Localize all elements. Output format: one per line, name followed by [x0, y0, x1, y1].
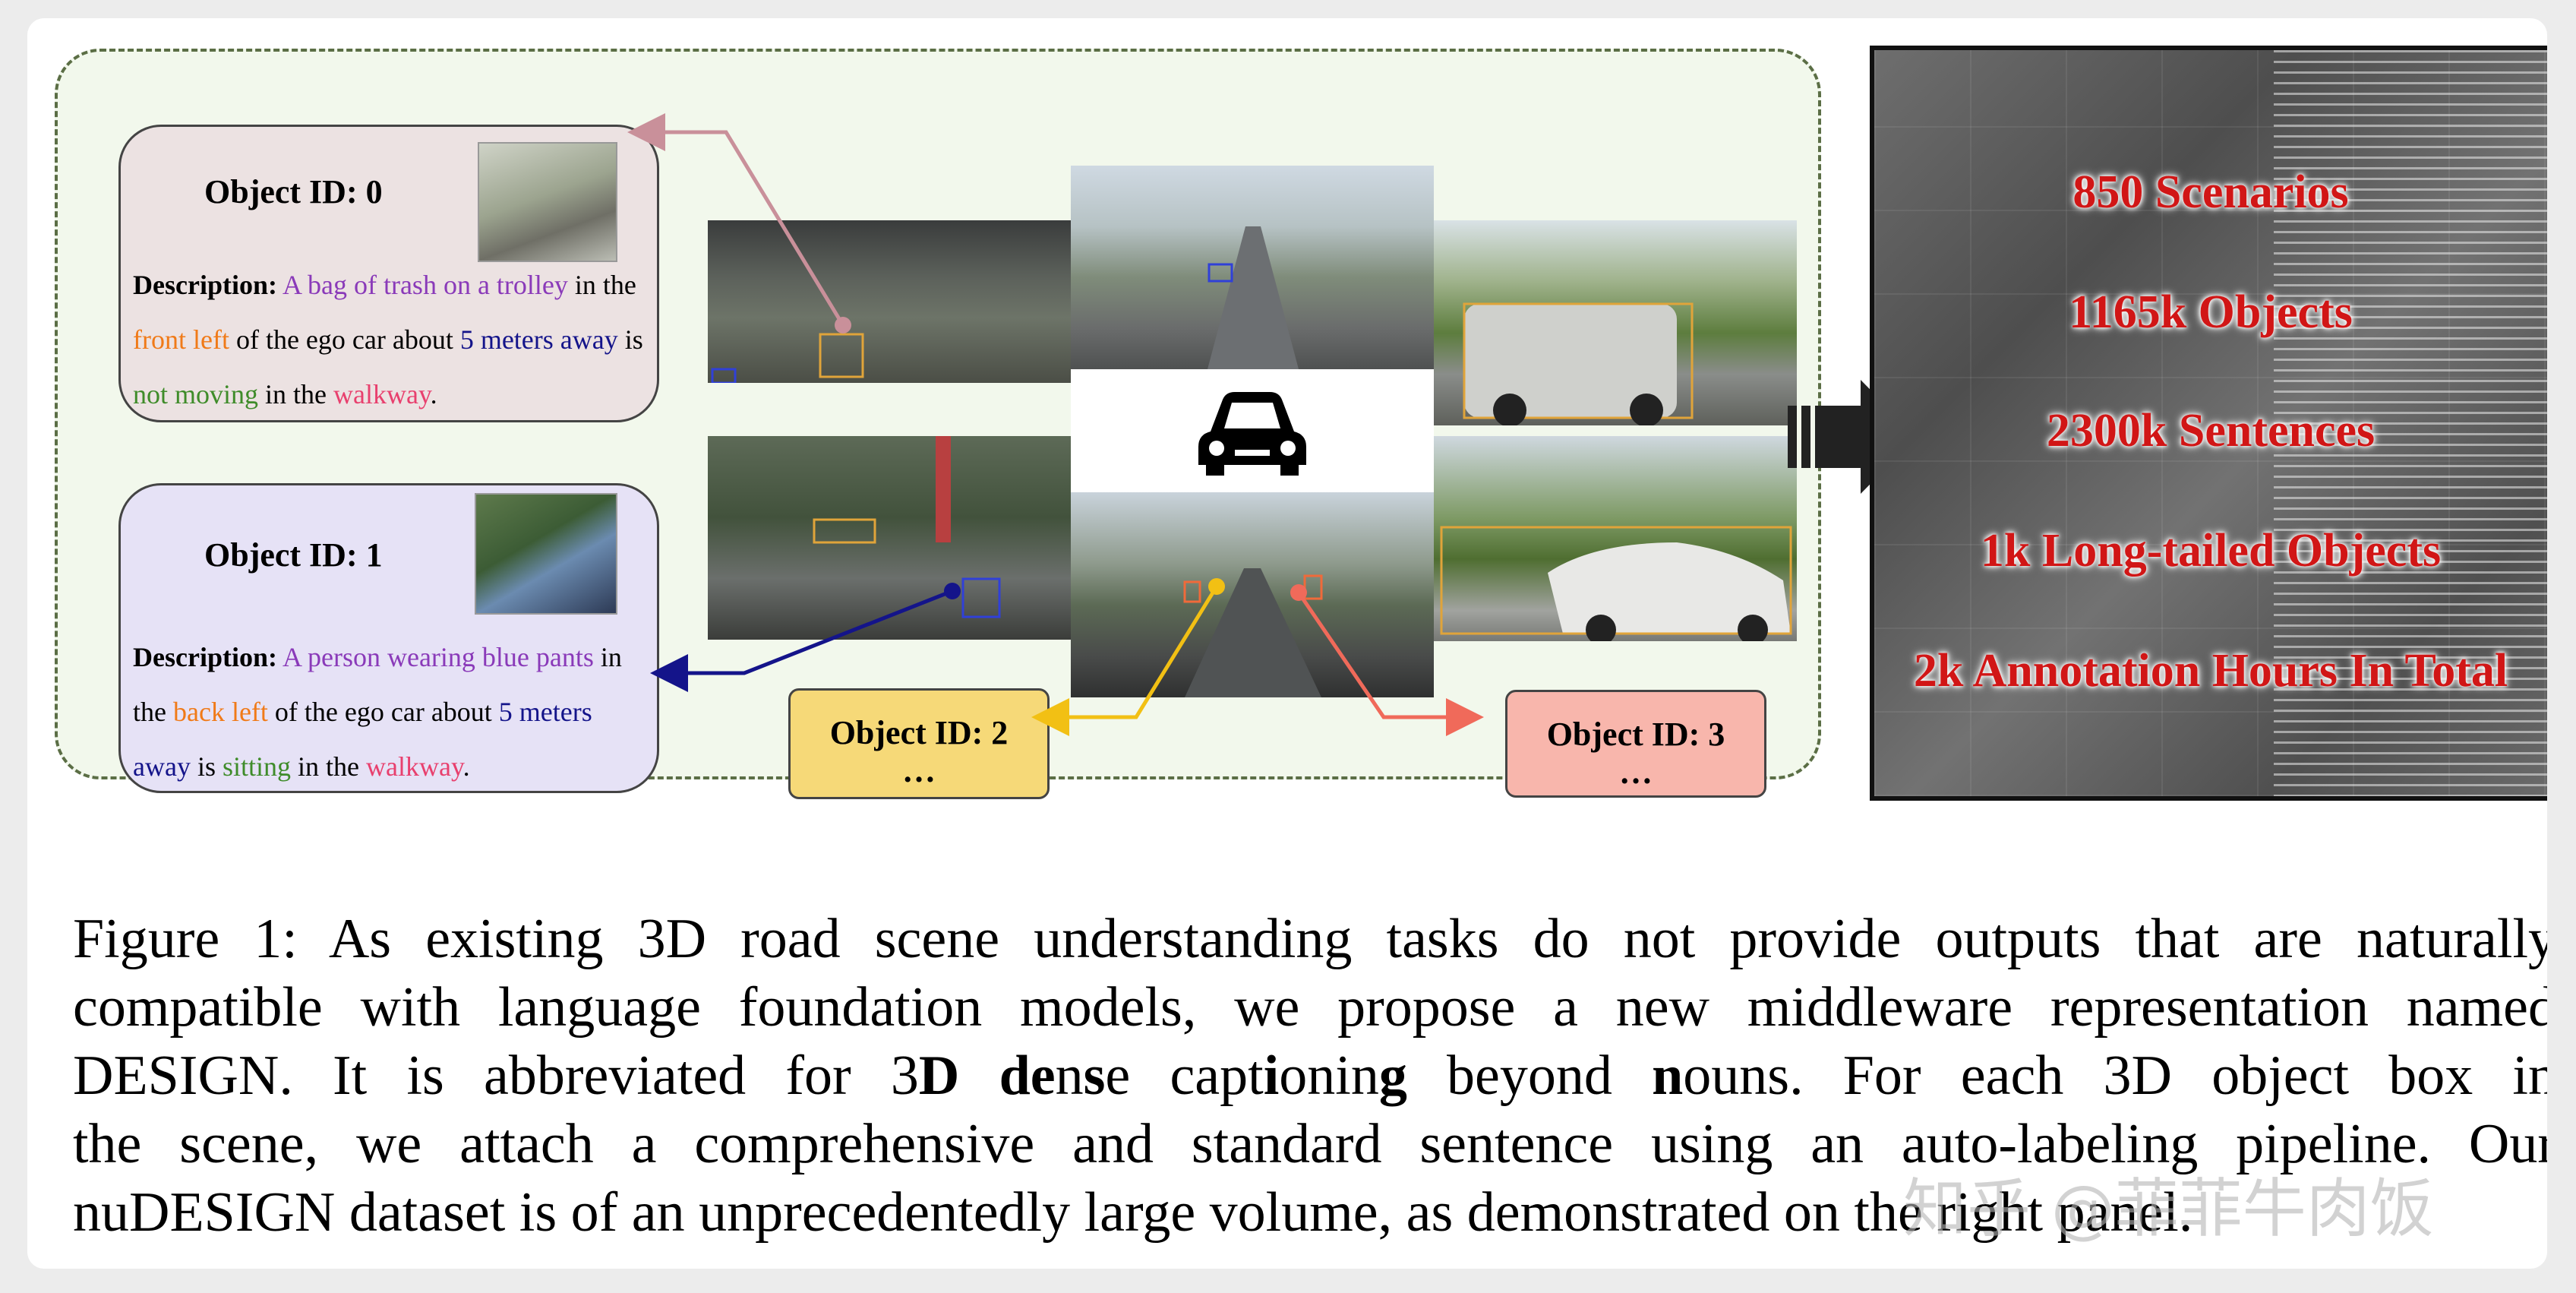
stat-objects: 1165k Objects [2069, 286, 2353, 338]
caption-line-3: DESIGN. It is abbreviated for 3D dense c… [73, 1045, 2547, 1107]
road-overlay [1208, 226, 1299, 369]
description-navy-text: 5 meters away [459, 324, 618, 355]
caption-line-1: Figure 1: As existing 3D road scene unde… [73, 908, 2547, 970]
car-overlay [1440, 526, 1792, 641]
object-title: Object ID: 1 [204, 536, 383, 574]
dataset-stats-panel: 850 Scenarios 1165k Objects 2300k Senten… [1870, 46, 2547, 801]
camera-back [1071, 492, 1434, 697]
van-overlay [1463, 302, 1694, 425]
object-card-0: Object ID: 0 Description: A bag of trash… [118, 125, 659, 422]
description-text: of the ego car about [229, 324, 460, 355]
object-description: Description: A person wearing blue pants… [133, 630, 643, 794]
description-green-text: sitting [222, 751, 292, 782]
camera-back-right [1434, 436, 1797, 641]
person-box-overlay [813, 436, 1001, 618]
connector-lines [627, 113, 1484, 736]
description-green-text: not moving [133, 379, 259, 409]
camera-front [1071, 166, 1434, 369]
object-thumbnail-trolley [478, 142, 617, 262]
description-text: is [617, 324, 643, 355]
description-bold-text: Description: [133, 642, 277, 672]
object-title: Object ID: 2 [829, 714, 1009, 751]
caption-line-2: compatible with language foundation mode… [73, 976, 2547, 1039]
ego-car-area [1071, 369, 1434, 492]
description-pink-text: walkway [333, 379, 431, 409]
description-text: in the [567, 270, 636, 300]
camera-front-right [1434, 220, 1797, 425]
stat-long-tailed-objects: 1k Long-tailed Objects [1980, 525, 2442, 577]
description-pink-text: walkway [366, 751, 463, 782]
camera-front-left [708, 220, 1071, 383]
object-thumbnail-person [475, 493, 617, 615]
car-icon [1198, 392, 1306, 476]
description-navy-text: 5 meters away [133, 697, 592, 782]
object-card-1: Object ID: 1 Description: A person weari… [118, 483, 659, 793]
description-text: is [190, 751, 223, 782]
watermark: 知乎 @菲菲牛肉饭 [1903, 1171, 2434, 1246]
object-ellipsis: … [1619, 754, 1653, 791]
caption-line-5: nuDESIGN dataset is of an unprecedentedl… [73, 1181, 2193, 1244]
trolley-box-overlay [711, 333, 864, 383]
camera-back-left [708, 436, 1071, 640]
description-text: in the [258, 379, 333, 409]
object-title: Object ID: 3 [1546, 716, 1725, 753]
description-purple-text: A bag of trash on a trolley [282, 270, 568, 300]
connector-object-2 [1031, 578, 1225, 736]
sentence-text-column [2274, 50, 2547, 796]
connector-object-0 [627, 113, 851, 334]
description-orange-text: front left [133, 324, 229, 355]
object-description: Description: A bag of trash on a trolley… [133, 258, 643, 422]
connector-object-1 [650, 583, 961, 692]
connector-object-3 [1290, 584, 1484, 736]
description-text: . [430, 379, 437, 409]
object-card-3: Object ID: 3 … [1505, 690, 1766, 798]
stat-scenarios: 850 Scenarios [2072, 166, 2349, 218]
description-bold-text: Description: [133, 270, 277, 300]
camera-views-panel: Object ID: 0 Description: A bag of trash… [55, 49, 1821, 799]
description-text: of the ego car about [267, 697, 499, 727]
description-text: in the [291, 751, 366, 782]
object-card-2: Object ID: 2 … [788, 688, 1050, 799]
object-ellipsis: … [902, 752, 936, 789]
object-title: Object ID: 0 [204, 173, 383, 210]
description-orange-text: back left [172, 697, 268, 727]
stat-sentences: 2300k Sentences [2046, 405, 2376, 457]
description-purple-text: A person wearing blue pants [282, 642, 594, 672]
figure-sheet: Object ID: 0 Description: A bag of trash… [27, 18, 2547, 1269]
caption-line-4: the scene, we attach a comprehensive and… [73, 1113, 2547, 1175]
description-text: in the [133, 642, 622, 727]
stat-annotation-hours: 2k Annotation Hours In Total [1913, 645, 2508, 697]
description-text: . [462, 751, 470, 782]
